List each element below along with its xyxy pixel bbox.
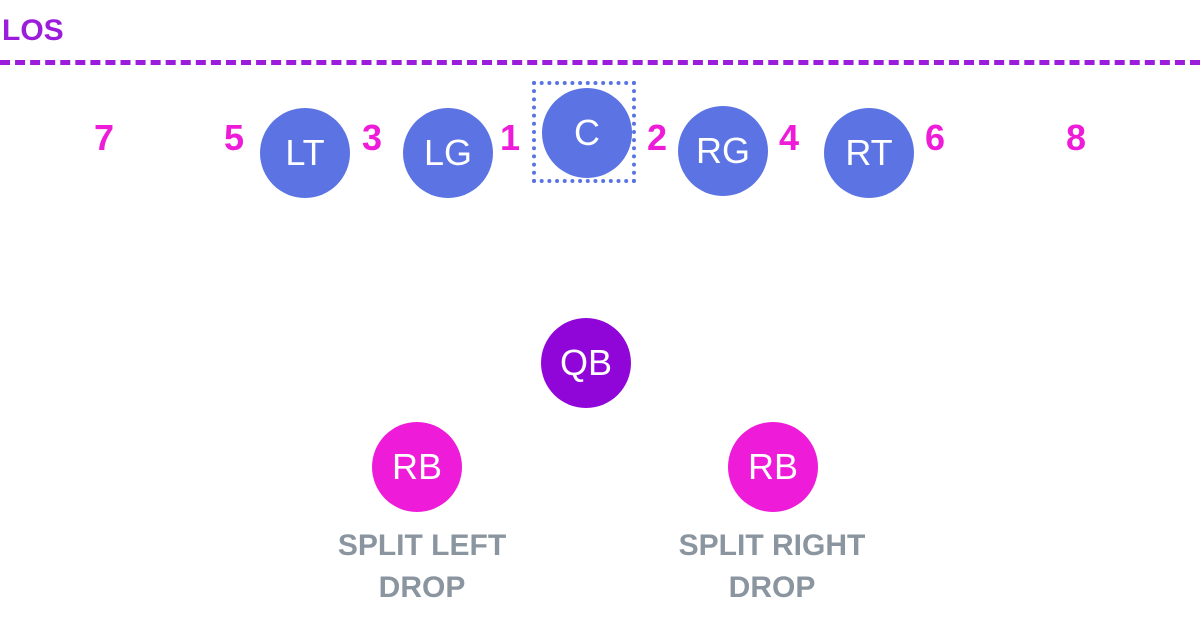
player-center: C [542, 88, 632, 178]
player-right-guard: RG [678, 106, 768, 196]
caption-split-right: SPLIT RIGHT DROP [642, 525, 902, 609]
line-of-scrimmage [0, 60, 1200, 65]
player-right-tackle: RT [824, 108, 914, 198]
caption-split-left-line2: DROP [378, 571, 466, 604]
gap-number-2: 2 [647, 117, 668, 158]
gap-number-8: 8 [1066, 117, 1087, 158]
player-running-back-right: RB [728, 422, 818, 512]
player-left-tackle: LT [260, 108, 350, 198]
gap-number-7: 7 [94, 117, 115, 158]
gap-number-3: 3 [362, 117, 383, 158]
player-quarterback: QB [541, 318, 631, 408]
player-running-back-left: RB [372, 422, 462, 512]
caption-split-right-line1: SPLIT RIGHT [678, 529, 866, 562]
gap-number-6: 6 [925, 117, 946, 158]
center-highlight-box [532, 81, 636, 183]
caption-split-right-line2: DROP [728, 571, 816, 604]
gap-number-1: 1 [500, 117, 521, 158]
player-left-guard: LG [403, 108, 493, 198]
gap-number-4: 4 [779, 117, 800, 158]
caption-split-left: SPLIT LEFT DROP [292, 525, 552, 609]
gap-number-5: 5 [224, 117, 245, 158]
los-label: LOS [2, 14, 64, 47]
caption-split-left-line1: SPLIT LEFT [337, 529, 507, 562]
